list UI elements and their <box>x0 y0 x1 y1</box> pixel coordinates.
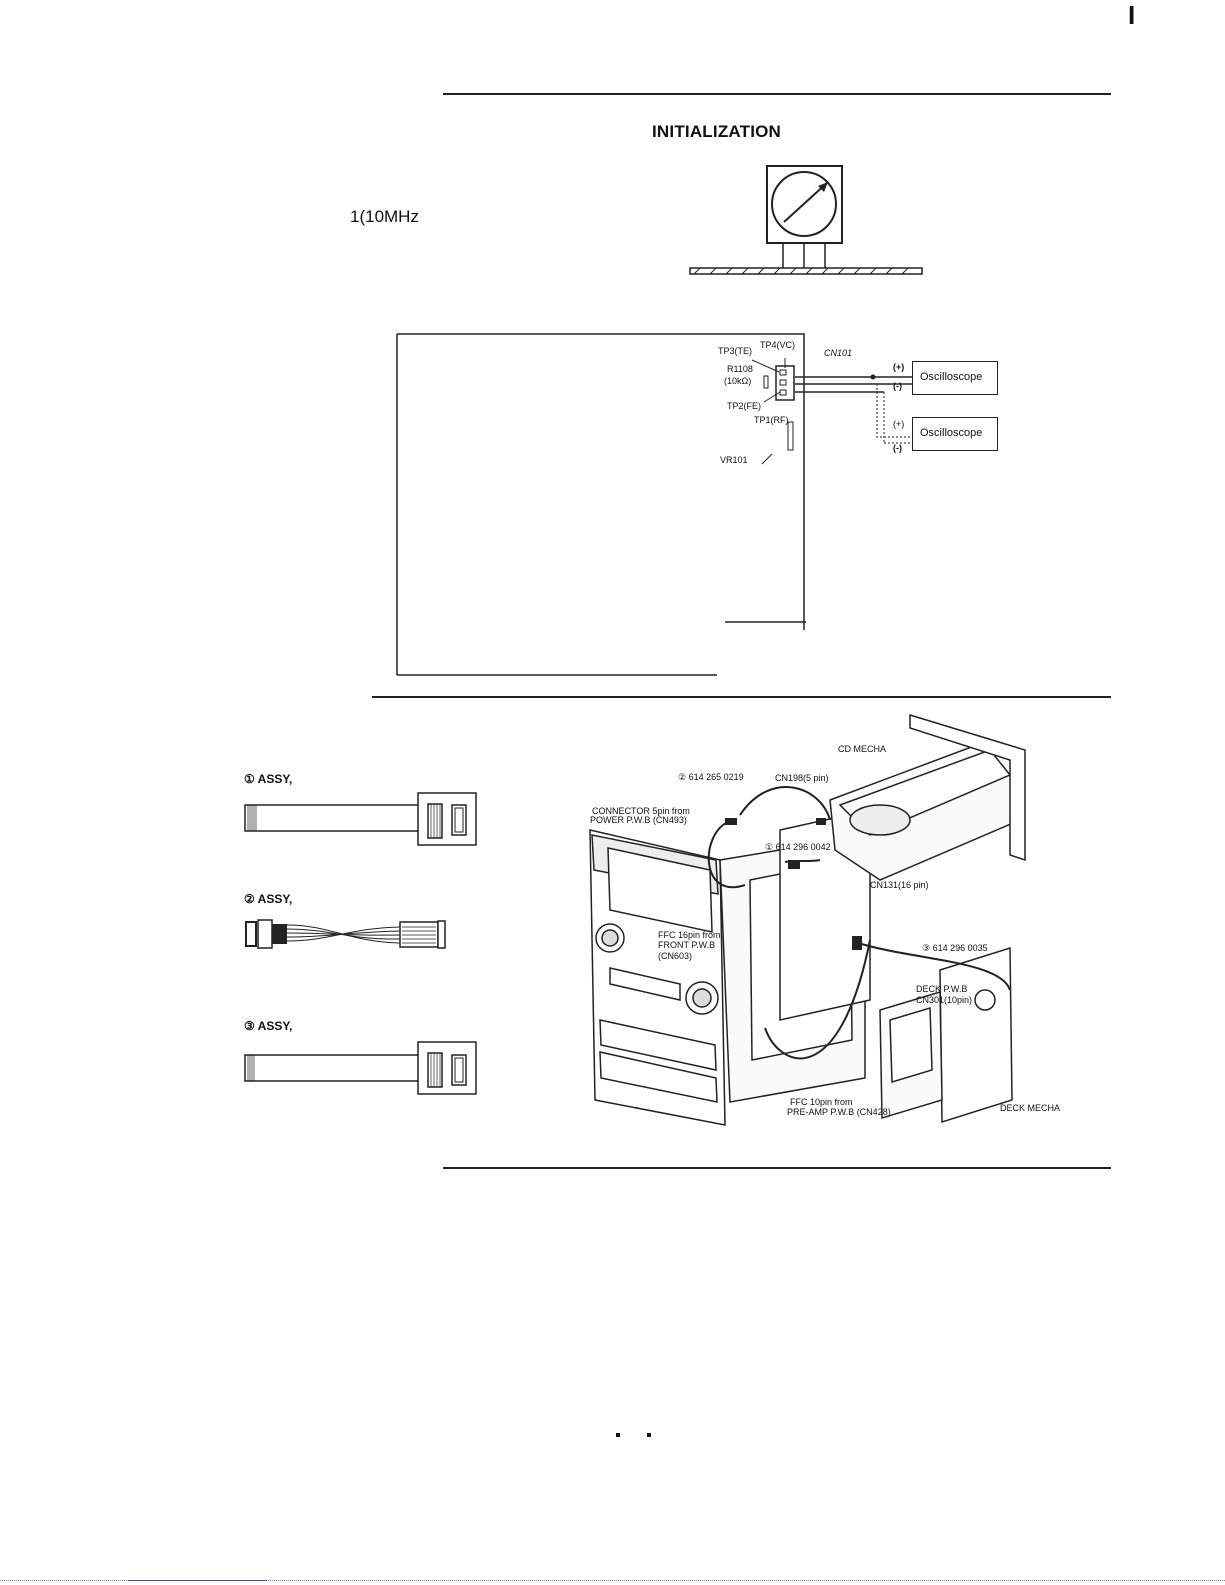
middle-rule <box>372 696 1111 698</box>
scope2-minus: (-) <box>893 443 902 453</box>
cd-mecha-label: CD MECHA <box>838 744 887 754</box>
footer-mark-right <box>647 1433 651 1437</box>
deck-mecha-label: DECK MECHA <box>1000 1103 1061 1113</box>
ffc16-label-2: FRONT P.W.B <box>658 940 716 950</box>
footer-mark-left <box>616 1433 620 1437</box>
scope1-plus: (+) <box>893 362 905 372</box>
assy1-cable <box>244 792 477 846</box>
ffc10-label-1: FFC 10pin from <box>790 1097 853 1107</box>
assy3-label: ③ ASSY, <box>244 1019 293 1033</box>
cn131-label: CN131(16 pin) <box>870 880 929 890</box>
connector-label-2: POWER P.W.B (CN493) <box>590 815 687 825</box>
connector-label-1: CONNECTOR 5pin from <box>592 806 690 816</box>
tp3-label: TP3(TE) <box>718 346 753 356</box>
ffc16-label-1: FFC 16pin from <box>658 930 721 940</box>
exploded-view-drawing <box>589 713 1026 1126</box>
oscilloscope-1: Oscilloscope <box>912 361 998 395</box>
assy3-cable <box>244 1041 477 1095</box>
tp4-label: TP4(VC) <box>760 340 796 350</box>
tp2-label: TP2(FE) <box>727 401 762 411</box>
ffc16-label-3: (CN603) <box>658 951 693 961</box>
bottom-rule <box>443 1167 1111 1169</box>
bottom-edge-line <box>0 1580 1225 1581</box>
oscilloscope-2-label: Oscilloscope <box>920 427 983 439</box>
ffc10-label-2: PRE-AMP P.W.B (CN428) <box>787 1107 891 1117</box>
part2-label: ② 614 265 0219 <box>678 772 744 782</box>
assy2-cable <box>245 919 446 949</box>
page-mark: I <box>1128 0 1136 30</box>
section-title: INITIALIZATION <box>652 122 782 141</box>
left-note: 1(10MHz <box>350 207 419 226</box>
part3-label: ③ 614 296 0035 <box>922 943 988 953</box>
assy1-label: ① ASSY, <box>244 772 293 786</box>
assy2-label: ② ASSY, <box>244 892 293 906</box>
r1108-value: (10kΩ) <box>724 376 752 386</box>
cn198-label: CN198(5 pin) <box>775 773 829 783</box>
deck-pwb-label-2: CN301(10pin) <box>916 995 973 1005</box>
scope1-minus: (-) <box>893 381 902 391</box>
part1-label: ① 614 296 0042 <box>765 842 831 852</box>
probe-wiring <box>795 374 914 444</box>
r1108-label: R1108 <box>727 364 753 374</box>
scope2-plus: (+) <box>893 419 905 429</box>
tp1-label: TP1(RF) <box>754 415 789 425</box>
oscilloscope-2: Oscilloscope <box>912 417 998 451</box>
bottom-edge-link-line <box>128 1580 266 1581</box>
vr101-label: VR101 <box>720 455 748 465</box>
test-point-board <box>396 333 806 676</box>
cn101-label: CN101 <box>824 348 853 358</box>
deck-pwb-label-1: DECK P.W.B <box>916 984 968 994</box>
meter-illustration <box>689 165 923 275</box>
top-rule <box>443 93 1111 95</box>
oscilloscope-1-label: Oscilloscope <box>920 371 983 383</box>
